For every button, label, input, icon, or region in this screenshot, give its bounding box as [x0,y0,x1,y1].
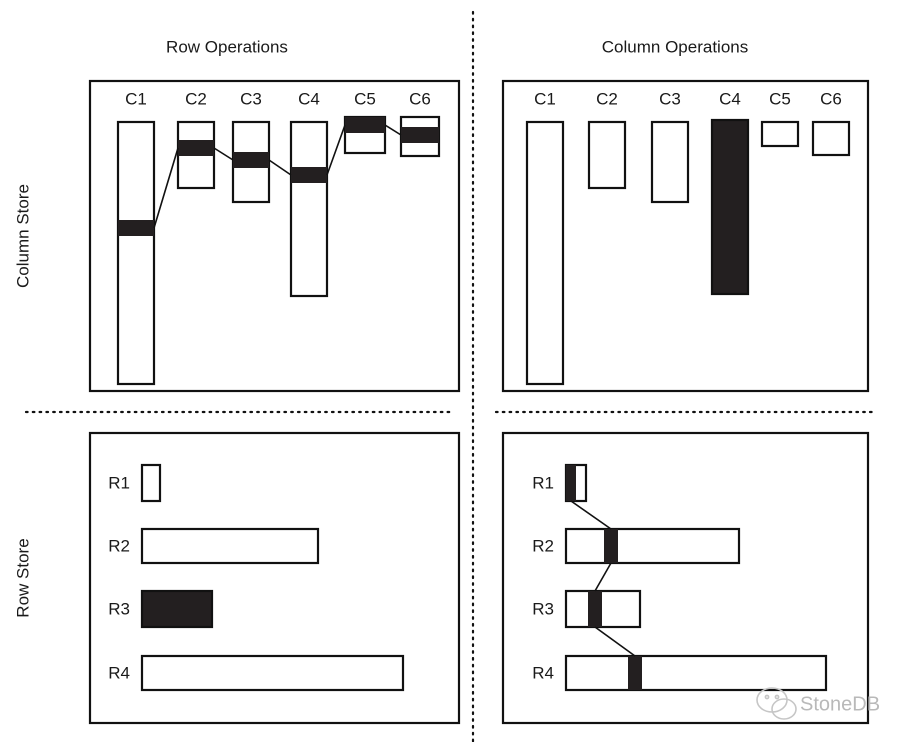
label-r2: R2 [532,536,554,555]
bar-group-c2[interactable]: C2 [587,89,627,190]
bar-group-c2[interactable]: C2 [176,89,216,190]
label-c4: C4 [719,89,741,108]
bar-group-r1[interactable]: R1 [108,463,162,503]
watermark: StoneDB [756,687,880,720]
bar-group-r3[interactable]: R3 [108,589,214,629]
title-column-operations: Column Operations [602,37,748,56]
connector-0-1 [570,500,612,530]
quadrant-dividers [24,10,874,742]
band-r2 [604,529,618,563]
bar-c4[interactable] [289,120,329,298]
label-r2: R2 [108,536,130,555]
label-c4: C4 [298,89,320,108]
bar-c4[interactable] [710,118,750,296]
bar-group-c1[interactable]: C1 [116,89,156,386]
band-c4 [291,167,327,183]
bar-group-r2[interactable]: R2 [532,527,741,565]
label-r4: R4 [108,663,130,682]
bar-group-c6[interactable]: C6 [811,89,851,157]
label-c6: C6 [409,89,431,108]
wechat-icon [756,687,797,720]
bar-r1[interactable] [140,463,162,503]
connector-3-4 [326,124,346,176]
label-c6: C6 [820,89,842,108]
label-r1: R1 [108,473,130,492]
label-r3: R3 [532,599,554,618]
label-c2: C2 [185,89,207,108]
label-c1: C1 [125,89,147,108]
title-row-operations: Row Operations [166,37,288,56]
band-r4 [628,656,642,690]
bar-group-r4[interactable]: R4 [108,654,405,692]
bar-c1[interactable] [525,120,565,386]
bar-group-c4[interactable]: C4 [710,89,750,296]
bar-r4[interactable] [564,654,828,692]
band-c6 [401,127,439,143]
watermark-label: StoneDB [800,693,880,715]
bar-group-c1[interactable]: C1 [525,89,565,386]
bar-group-c5[interactable]: C5 [760,89,800,148]
connector-0-1 [153,147,179,229]
bar-r4[interactable] [140,654,405,692]
label-r3: R3 [108,599,130,618]
label-c2: C2 [596,89,618,108]
label-c3: C3 [240,89,262,108]
connector-2-3 [594,626,636,657]
connector-2-3 [268,159,292,176]
bar-group-r2[interactable]: R2 [108,527,320,565]
bar-group-r3[interactable]: R3 [532,589,642,629]
band-c3 [233,152,269,168]
bar-group-r4[interactable]: R4 [532,654,828,692]
bar-r3[interactable] [564,589,642,629]
connector-1-2 [213,147,234,161]
bar-c5[interactable] [760,120,800,148]
band-c2 [178,140,214,156]
band-r1 [566,465,576,501]
label-r1: R1 [532,473,554,492]
title-column-store: Column Store [13,184,32,288]
bar-c1[interactable] [116,120,156,386]
bar-c2[interactable] [587,120,627,190]
bar-group-c4[interactable]: C4 [289,89,329,298]
label-c1: C1 [534,89,556,108]
label-c5: C5 [354,89,376,108]
bar-c3[interactable] [650,120,690,204]
band-r3 [588,591,602,627]
label-c5: C5 [769,89,791,108]
bar-r2[interactable] [140,527,320,565]
band-c5 [345,117,385,133]
bar-r3[interactable] [140,589,214,629]
bar-group-r1[interactable]: R1 [532,463,588,503]
bar-group-c6[interactable]: C6 [399,89,441,158]
bar-c6[interactable] [811,120,851,157]
bar-group-c3[interactable]: C3 [231,89,271,204]
panel-column-store-row-operations: C1 C2 C3 C4 C5 C6 [88,79,461,393]
title-row-store: Row Store [13,538,32,617]
bar-group-c5[interactable]: C5 [343,89,387,155]
band-c1 [118,220,154,236]
label-c3: C3 [659,89,681,108]
panel-column-store-column-operations: C1 C2 C3 C4 C5 C6 [501,79,870,393]
connector-4-5 [384,124,402,136]
bar-r2[interactable] [564,527,741,565]
bar-group-c3[interactable]: C3 [650,89,690,204]
label-r4: R4 [532,663,554,682]
connector-1-2 [594,562,612,592]
